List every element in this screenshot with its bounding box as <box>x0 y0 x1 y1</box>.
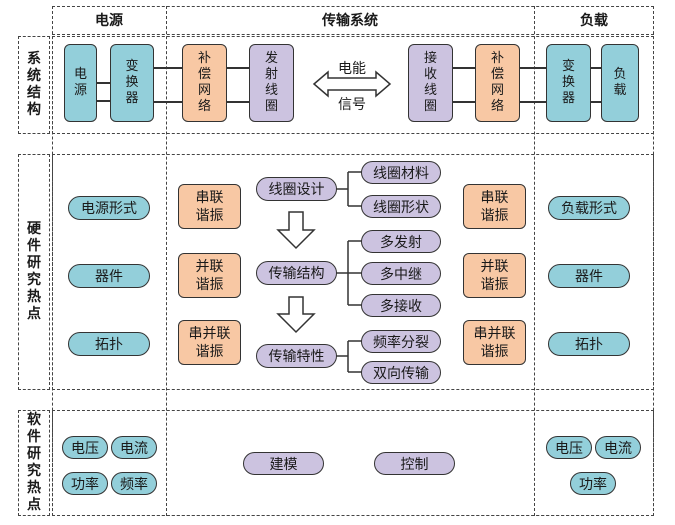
divider-source-transmission <box>166 6 167 516</box>
hw-source-item-topology: 拓扑 <box>68 332 150 356</box>
hw-bidirectional-transmission: 双向传输 <box>361 361 441 384</box>
bracket-lines <box>336 171 362 373</box>
transmit-coil-box: 发射线圈 <box>249 44 294 122</box>
divider-header <box>52 34 654 35</box>
hw-left-series-resonance: 串联谐振 <box>178 184 241 229</box>
connector-source-converter <box>96 82 110 84</box>
connector-compensation-converter-right <box>519 67 547 69</box>
row-label-software: 软件 研究 热点 <box>18 410 50 516</box>
sw-control: 控制 <box>374 452 455 475</box>
connector-compensation-converter-right-2 <box>519 101 547 103</box>
hw-load-item-device: 器件 <box>548 264 630 288</box>
hw-source-item-power-form: 电源形式 <box>68 196 150 220</box>
row-frame-software <box>52 410 654 516</box>
hw-right-series-parallel-resonance: 串并联谐振 <box>463 320 526 365</box>
sw-load-voltage: 电压 <box>546 436 592 459</box>
hw-right-parallel-resonance: 并联谐振 <box>463 253 526 298</box>
row-frame-hardware <box>52 154 654 390</box>
hw-multi-receive: 多接收 <box>361 294 441 317</box>
hw-left-parallel-resonance: 并联谐振 <box>178 253 241 298</box>
hw-coil-shape: 线圈形状 <box>361 195 441 218</box>
connector-coil-compensation-right <box>452 67 476 69</box>
double-arrow-icon <box>312 70 392 98</box>
divider-transmission-load <box>534 6 535 516</box>
connector-compensation-coil <box>226 67 250 69</box>
bracket-coil-design <box>336 171 362 207</box>
hw-transmission-structure: 传输结构 <box>256 261 337 285</box>
hw-right-series-resonance: 串联谐振 <box>463 184 526 229</box>
hw-transmission-characteristics: 传输特性 <box>256 344 337 368</box>
load-box: 负载 <box>601 44 639 122</box>
hw-source-item-device: 器件 <box>68 264 150 288</box>
compensation-network-box-left: 补偿网络 <box>182 44 227 122</box>
hw-multi-transmit: 多发射 <box>361 230 441 253</box>
connector-converter-load-2 <box>590 101 602 103</box>
header-transmission: 传输系统 <box>322 13 378 29</box>
connector-source-converter-2 <box>96 100 110 102</box>
energy-label: 电能 <box>338 61 366 77</box>
sw-source-current: 电流 <box>111 436 157 459</box>
hw-coil-design: 线圈设计 <box>256 177 337 201</box>
hw-multi-relay: 多中继 <box>361 262 441 285</box>
connector-compensation-coil-2 <box>226 101 250 103</box>
row-label-system-structure: 系统 结构 <box>18 36 50 134</box>
bracket-transmission-characteristics <box>336 340 362 373</box>
hw-coil-material: 线圈材料 <box>361 161 441 184</box>
row-frame-system <box>52 36 654 134</box>
header-load: 负载 <box>580 13 608 29</box>
receive-coil-box: 接收线圈 <box>408 44 453 122</box>
sw-source-frequency: 频率 <box>111 472 157 495</box>
connector-coil-compensation-right-2 <box>452 101 476 103</box>
power-source-box: 电源 <box>64 44 97 122</box>
converter-box-right: 变换器 <box>546 44 591 122</box>
sw-load-current: 电流 <box>595 436 641 459</box>
down-arrow-icon-2 <box>276 296 316 334</box>
converter-box-left: 变换器 <box>110 44 154 122</box>
bracket-transmission-structure <box>336 240 362 306</box>
sw-modeling: 建模 <box>243 452 324 475</box>
header-source: 电源 <box>95 13 123 29</box>
hw-left-series-parallel-resonance: 串并联谐振 <box>178 320 241 365</box>
hw-frequency-splitting: 频率分裂 <box>361 330 441 353</box>
compensation-network-box-right: 补偿网络 <box>475 44 520 122</box>
hw-load-item-load-form: 负载形式 <box>548 196 630 220</box>
sw-source-power: 功率 <box>62 472 108 495</box>
sw-load-power: 功率 <box>570 472 616 495</box>
hw-load-item-topology: 拓扑 <box>548 332 630 356</box>
row-label-hardware: 硬件 研究 热点 <box>18 154 50 390</box>
connector-converter-load <box>590 67 602 69</box>
sw-source-voltage: 电压 <box>62 436 108 459</box>
connector-converter-compensation-2 <box>153 101 183 103</box>
down-arrow-icon <box>276 211 316 250</box>
connector-converter-compensation <box>153 67 183 69</box>
signal-label: 信号 <box>338 97 366 113</box>
